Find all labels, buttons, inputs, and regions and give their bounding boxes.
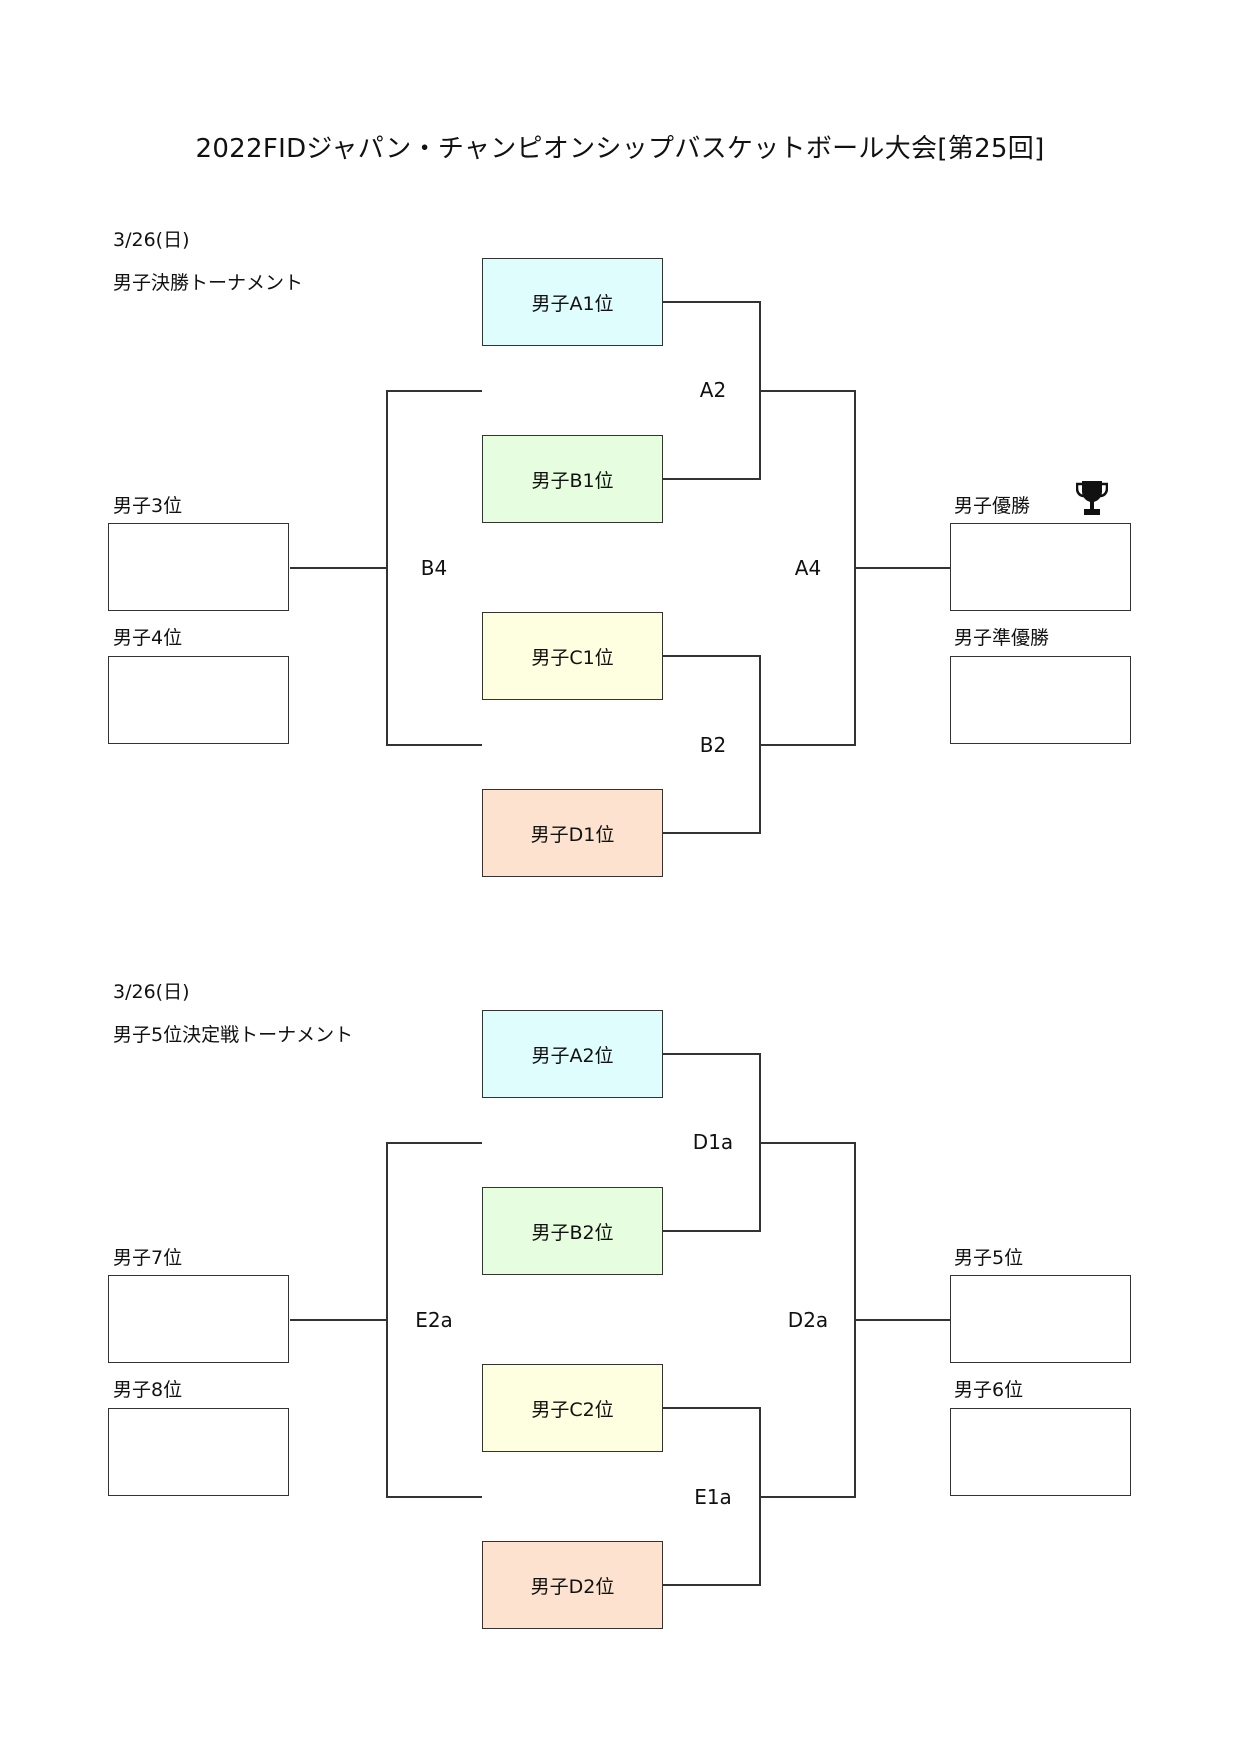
result-box-runner-up (950, 656, 1131, 744)
result-label-fourth: 男子4位 (113, 627, 183, 649)
bracket-line (386, 1142, 482, 1144)
bracket-line (663, 1584, 760, 1586)
result-label-third: 男子7位 (113, 1247, 183, 1269)
team-label: 男子A1位 (531, 292, 614, 315)
match-code-third-place: B4 (420, 556, 448, 580)
result-box-third (108, 523, 289, 611)
bracket-line (663, 832, 760, 834)
section-date: 3/26(日) (113, 981, 190, 1003)
result-box-winner (950, 523, 1131, 611)
bracket-line (759, 744, 855, 746)
result-box-fourth (108, 656, 289, 744)
bracket-line (663, 1230, 760, 1232)
result-box-runner-up (950, 1408, 1131, 1496)
bracket-line (854, 1319, 950, 1321)
result-box-third (108, 1275, 289, 1363)
match-code-final: A4 (794, 556, 822, 580)
bracket-line (663, 301, 760, 303)
team-box-b: 男子B1位 (482, 435, 663, 523)
bracket-line (386, 1496, 482, 1498)
team-label: 男子C2位 (531, 1398, 614, 1421)
match-code-semi1: D1a (692, 1130, 734, 1154)
match-code-third-place: E2a (415, 1308, 453, 1332)
bracket-line (386, 390, 482, 392)
result-label-fourth: 男子8位 (113, 1379, 183, 1401)
team-label: 男子B1位 (531, 469, 614, 492)
result-label-winner: 男子優勝 (954, 495, 1031, 517)
match-code-semi2: E1a (694, 1485, 732, 1509)
bracket-line (663, 478, 760, 480)
result-label-runner-up: 男子準優勝 (954, 627, 1050, 649)
bracket-line (386, 744, 482, 746)
team-box-a: 男子A1位 (482, 258, 663, 346)
match-code-semi1: A2 (699, 378, 727, 402)
bracket-line (759, 1142, 855, 1144)
page-title: 2022FIDジャパン・チャンピオンシップバスケットボール大会[第25回] (195, 134, 1045, 164)
team-label: 男子D2位 (530, 1575, 615, 1598)
team-box-d: 男子D2位 (482, 1541, 663, 1629)
trophy-icon (1076, 481, 1108, 515)
team-box-b: 男子B2位 (482, 1187, 663, 1275)
team-box-d: 男子D1位 (482, 789, 663, 877)
result-box-fourth (108, 1408, 289, 1496)
team-box-c: 男子C2位 (482, 1364, 663, 1452)
bracket-line (290, 567, 387, 569)
bracket-line (759, 1496, 855, 1498)
bracket-line (759, 390, 855, 392)
section-heading: 男子決勝トーナメント (113, 272, 304, 294)
section-heading: 男子5位決定戦トーナメント (113, 1024, 354, 1046)
team-label: 男子B2位 (531, 1221, 614, 1244)
result-label-winner: 男子5位 (954, 1247, 1024, 1269)
bracket-line (290, 1319, 387, 1321)
result-box-winner (950, 1275, 1131, 1363)
team-label: 男子C1位 (531, 646, 614, 669)
result-label-runner-up: 男子6位 (954, 1379, 1024, 1401)
team-box-c: 男子C1位 (482, 612, 663, 700)
result-label-third: 男子3位 (113, 495, 183, 517)
bracket-line (663, 655, 760, 657)
bracket-line (854, 567, 950, 569)
section-date: 3/26(日) (113, 229, 190, 251)
bracket-line (663, 1053, 760, 1055)
team-box-a: 男子A2位 (482, 1010, 663, 1098)
team-label: 男子A2位 (531, 1044, 614, 1067)
match-code-final: D2a (787, 1308, 829, 1332)
bracket-line (663, 1407, 760, 1409)
match-code-semi2: B2 (699, 733, 727, 757)
team-label: 男子D1位 (530, 823, 615, 846)
